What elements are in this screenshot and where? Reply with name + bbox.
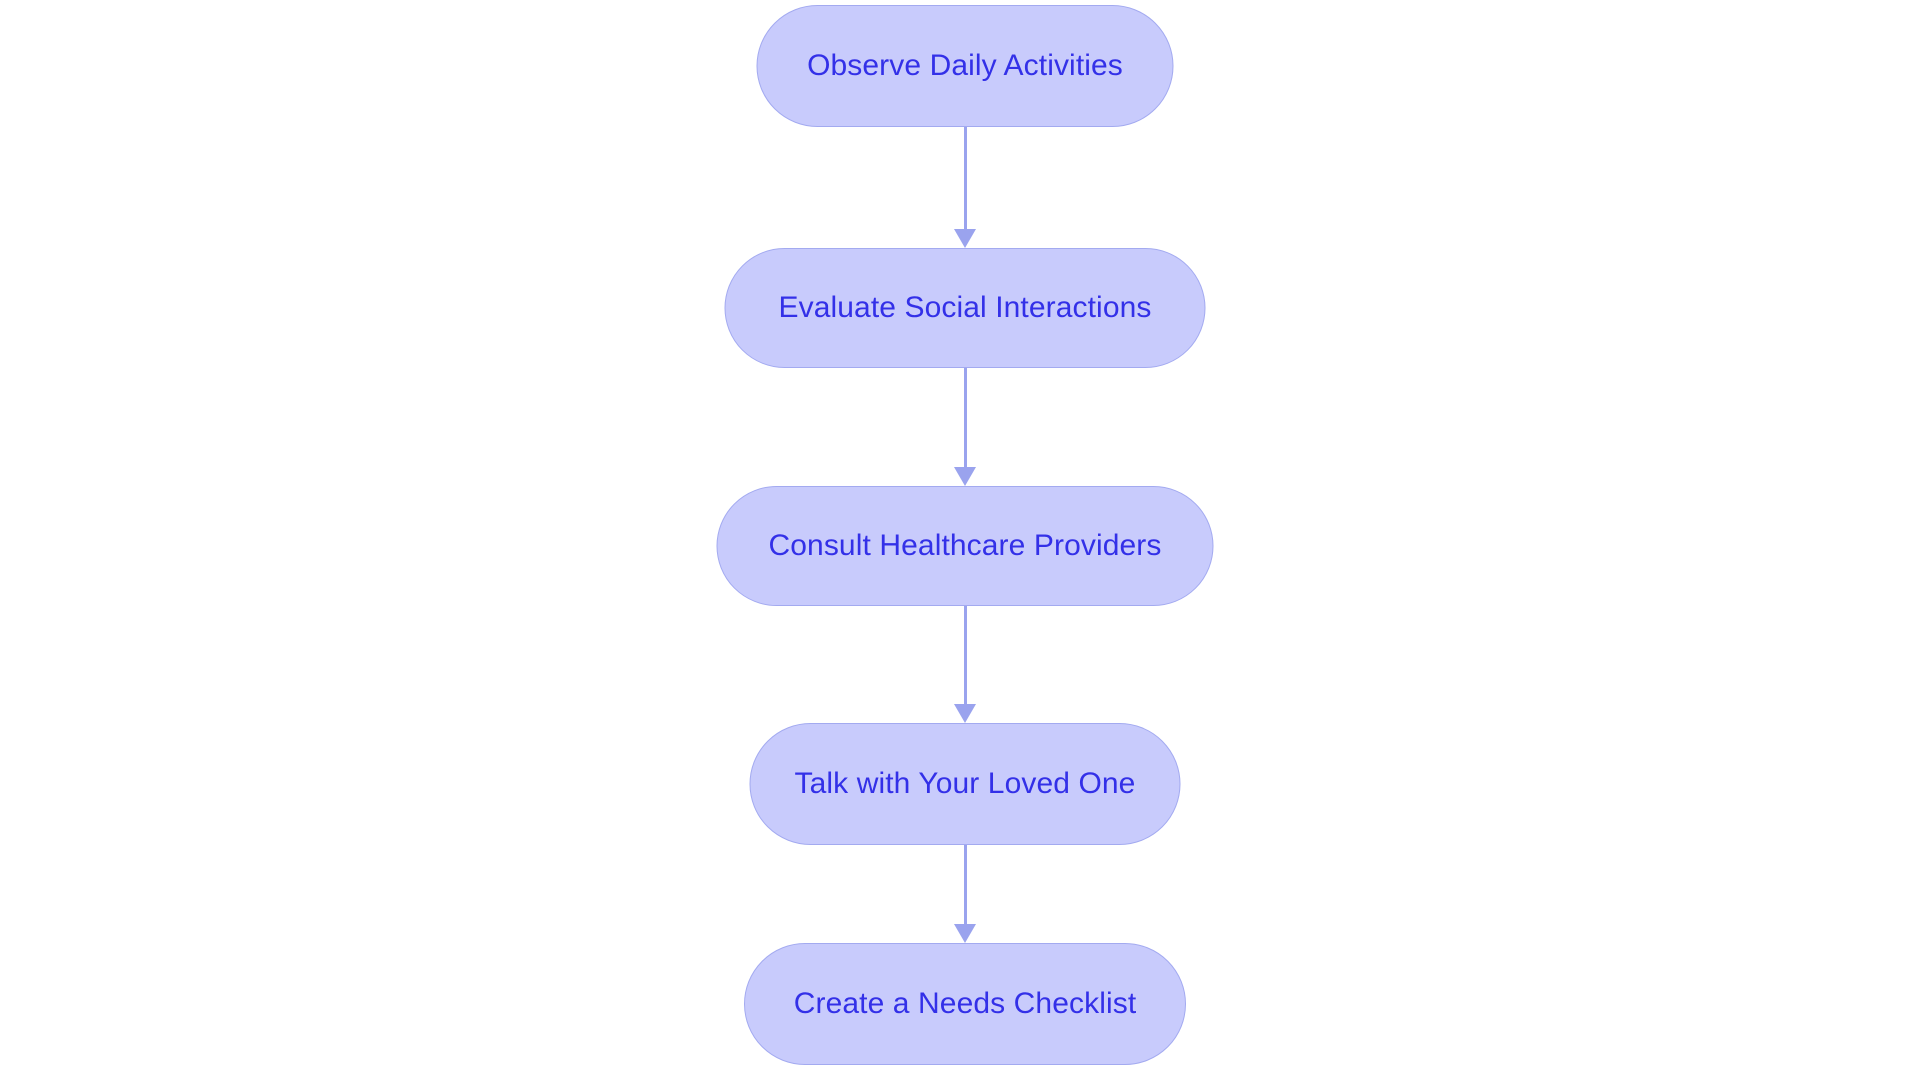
flowchart-edge-4-to-5 (952, 845, 978, 943)
edge-line (963, 127, 967, 229)
flowchart-node-evaluate-social-interactions[interactable]: Evaluate Social Interactions (724, 248, 1206, 368)
node-label: Observe Daily Activities (807, 49, 1123, 82)
flowchart-node-consult-healthcare-providers[interactable]: Consult Healthcare Providers (716, 486, 1214, 606)
flowchart-edge-1-to-2 (952, 127, 978, 248)
arrow-down-icon (954, 924, 976, 943)
edge-line (963, 845, 967, 924)
flowchart-node-observe-daily-activities[interactable]: Observe Daily Activities (756, 5, 1174, 127)
flowchart-node-talk-with-your-loved-one[interactable]: Talk with Your Loved One (749, 723, 1181, 845)
node-label: Consult Healthcare Providers (768, 529, 1162, 562)
edge-line (963, 606, 967, 704)
edge-line (963, 368, 967, 467)
node-label: Evaluate Social Interactions (778, 291, 1152, 324)
flowchart-node-create-a-needs-checklist[interactable]: Create a Needs Checklist (744, 943, 1186, 1065)
arrow-down-icon (954, 467, 976, 486)
node-label: Create a Needs Checklist (793, 987, 1137, 1020)
arrow-down-icon (954, 229, 976, 248)
node-label: Talk with Your Loved One (794, 767, 1136, 800)
flowchart-edge-2-to-3 (952, 368, 978, 486)
flowchart-edge-3-to-4 (952, 606, 978, 723)
arrow-down-icon (954, 704, 976, 723)
